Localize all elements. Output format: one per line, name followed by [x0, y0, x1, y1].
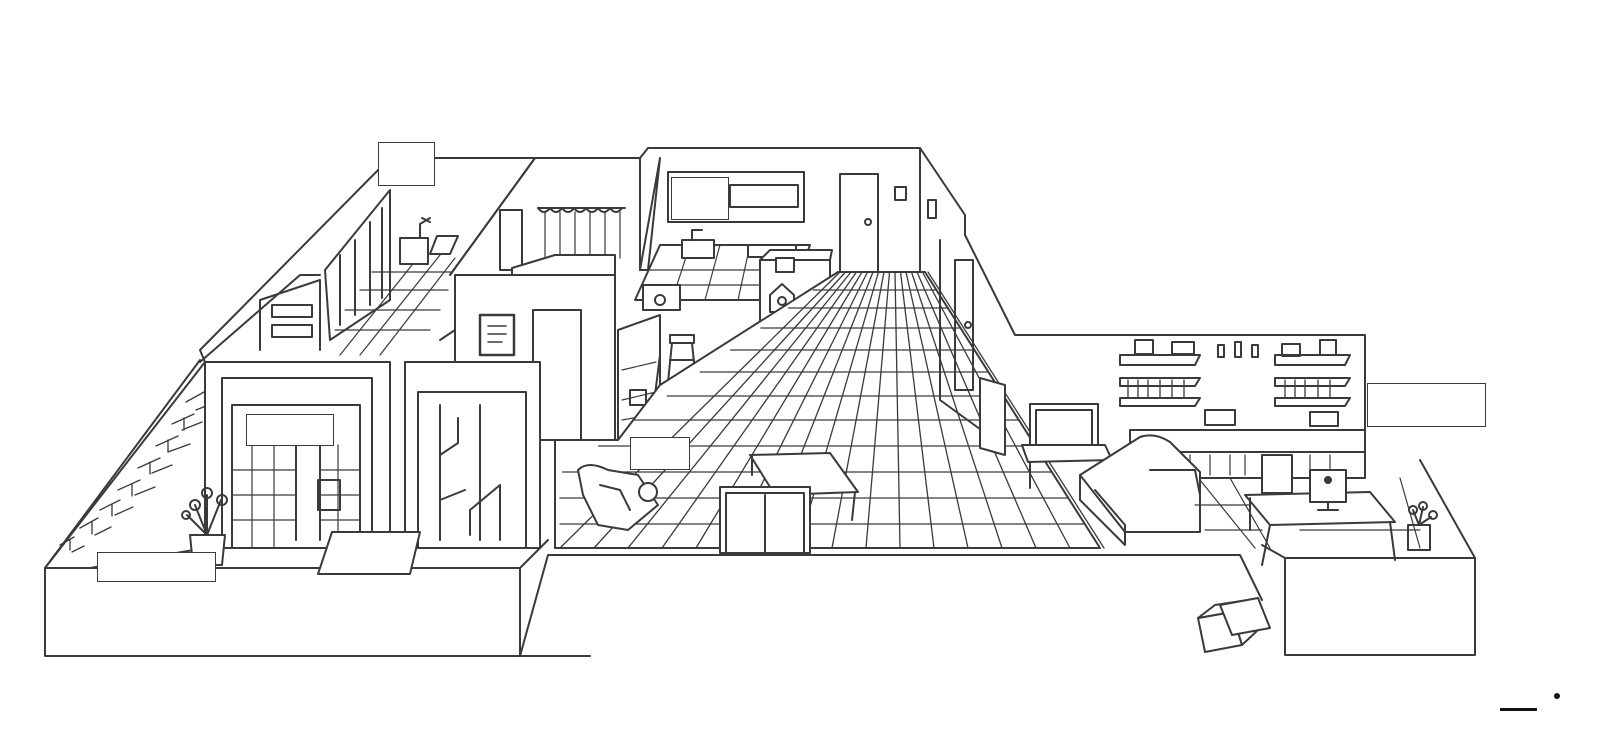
label-box-living: [630, 437, 690, 470]
plant-icon: [1407, 501, 1438, 551]
dot-mark: [1554, 693, 1560, 699]
sofa-icon: [1079, 434, 1201, 546]
boxes-icon: [1197, 597, 1271, 653]
coffee-table-icon: [749, 452, 859, 521]
computer-icon: [1309, 469, 1347, 511]
bookshelf-icon: [1119, 339, 1351, 407]
right-living-room: [939, 234, 1438, 566]
label-box-top-left: [378, 142, 435, 186]
dash-mark: [1500, 708, 1537, 711]
label-box-right: [1367, 383, 1486, 427]
cabinet-icon: [719, 486, 811, 554]
back-left-room: [199, 157, 536, 363]
armchair-icon: [577, 464, 659, 531]
left-brick-wall: [44, 361, 207, 569]
desk-icon: [1244, 454, 1396, 566]
label-box-bottom-left: [97, 552, 216, 582]
bathroom-block: [204, 361, 541, 575]
front-wall-center: [519, 554, 1263, 657]
middle-back-room: [449, 157, 641, 276]
label-box-bathroom: [246, 414, 334, 446]
front-wall-right: [1261, 459, 1476, 656]
tv-icon: [1021, 403, 1113, 489]
label-box-kitchen: [671, 177, 729, 220]
